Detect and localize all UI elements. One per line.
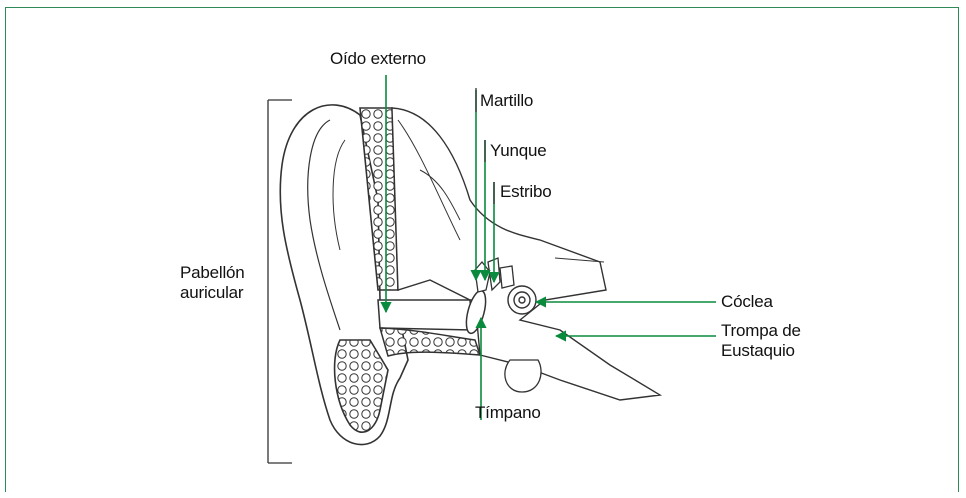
label-trompa-de-eustaquio: Trompa de Eustaquio (721, 321, 801, 361)
label-yunque: Yunque (490, 141, 546, 161)
label-estribo: Estribo (500, 182, 552, 202)
eustachian-tube-shape (505, 360, 541, 392)
label-coclea: Cóclea (721, 292, 773, 312)
pinna-illustration (280, 105, 408, 445)
label-oido-externo: Oído externo (330, 49, 426, 69)
label-pabellon-auricular: Pabellón auricular (180, 263, 245, 303)
label-martillo: Martillo (480, 91, 533, 111)
ear-canal (378, 300, 480, 356)
cochlea-shape (508, 286, 536, 314)
label-timpano: Tímpano (475, 403, 541, 423)
